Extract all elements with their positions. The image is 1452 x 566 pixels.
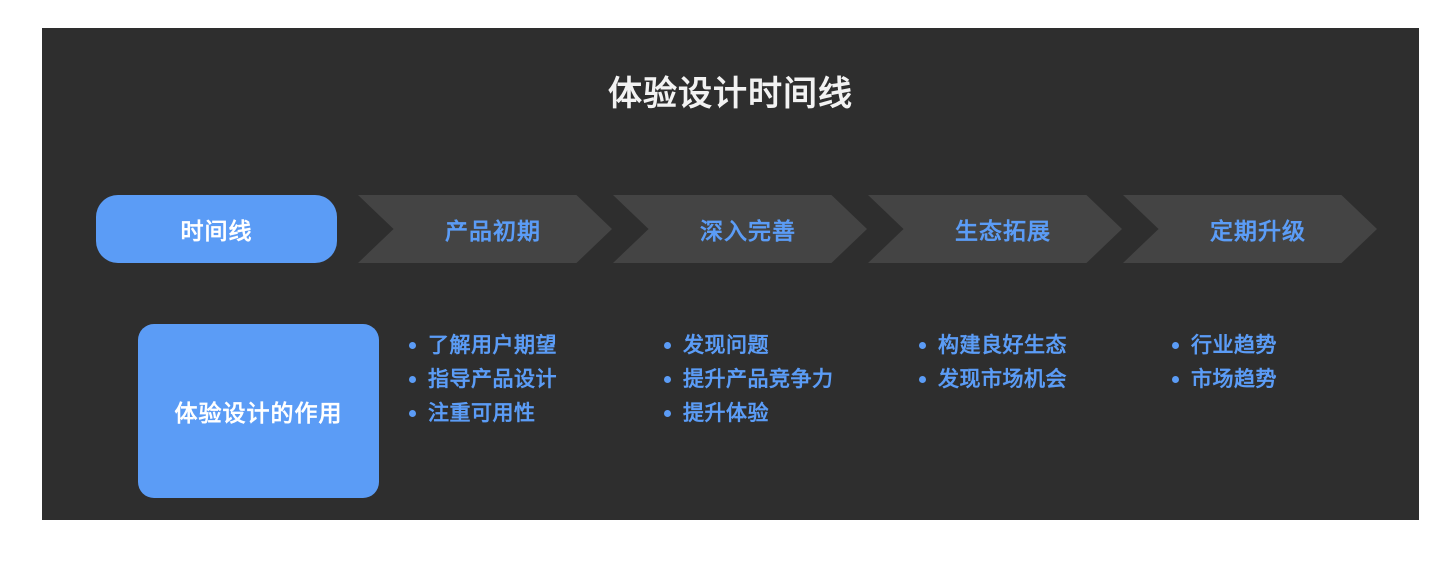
list-item: 发现问题 [664, 333, 914, 358]
list-item-label: 提升产品竞争力 [683, 368, 834, 391]
list-item: 指导产品设计 [409, 367, 659, 392]
list-item: 提升产品竞争力 [664, 367, 914, 392]
list-item: 构建良好生态 [919, 333, 1169, 358]
list-item: 市场趋势 [1172, 367, 1422, 392]
list-item-label: 市场趋势 [1191, 368, 1277, 391]
bullet-column-2: 发现问题 提升产品竞争力 提升体验 [664, 333, 914, 435]
bullet-dot-icon [664, 376, 671, 383]
bullet-dot-icon [1172, 342, 1179, 349]
bullet-dot-icon [409, 410, 416, 417]
bullet-dot-icon [1172, 376, 1179, 383]
list-item: 注重可用性 [409, 401, 659, 426]
role-row-label[interactable]: 体验设计的作用 [138, 324, 379, 498]
bullet-dot-icon [919, 342, 926, 349]
bullet-column-1: 了解用户期望 指导产品设计 注重可用性 [409, 333, 659, 435]
slide-panel: 体验设计时间线 时间线 产品初期 深入完善 生态拓展 定期升级 体验设计的作用 … [42, 28, 1419, 520]
list-item-label: 发现市场机会 [938, 368, 1067, 391]
bullet-dot-icon [919, 376, 926, 383]
stage-chevron-2[interactable]: 深入完善 [613, 195, 867, 263]
list-item-label: 指导产品设计 [428, 368, 557, 391]
list-item-label: 提升体验 [683, 402, 769, 425]
bullet-dot-icon [409, 376, 416, 383]
role-bullet-columns: 了解用户期望 指导产品设计 注重可用性 发现问题 提升产品 [409, 333, 1409, 503]
timeline-row-label[interactable]: 时间线 [96, 195, 337, 263]
list-item: 了解用户期望 [409, 333, 659, 358]
stage-chevron-3[interactable]: 生态拓展 [868, 195, 1122, 263]
bullet-column-3: 构建良好生态 发现市场机会 [919, 333, 1169, 401]
bullet-dot-icon [409, 342, 416, 349]
bullet-dot-icon [664, 342, 671, 349]
list-item: 行业趋势 [1172, 333, 1422, 358]
list-item: 发现市场机会 [919, 367, 1169, 392]
list-item-label: 构建良好生态 [938, 334, 1067, 357]
list-item-label: 注重可用性 [428, 402, 536, 425]
list-item: 提升体验 [664, 401, 914, 426]
page-title: 体验设计时间线 [608, 75, 853, 113]
stage-chevron-4[interactable]: 定期升级 [1123, 195, 1377, 263]
bullet-column-4: 行业趋势 市场趋势 [1172, 333, 1422, 401]
stage-chevron-1[interactable]: 产品初期 [358, 195, 612, 263]
list-item-label: 发现问题 [683, 334, 769, 357]
timeline-stage-row: 时间线 产品初期 深入完善 生态拓展 定期升级 [96, 195, 1386, 263]
list-item-label: 行业趋势 [1191, 334, 1277, 357]
list-item-label: 了解用户期望 [428, 334, 557, 357]
bullet-dot-icon [664, 410, 671, 417]
